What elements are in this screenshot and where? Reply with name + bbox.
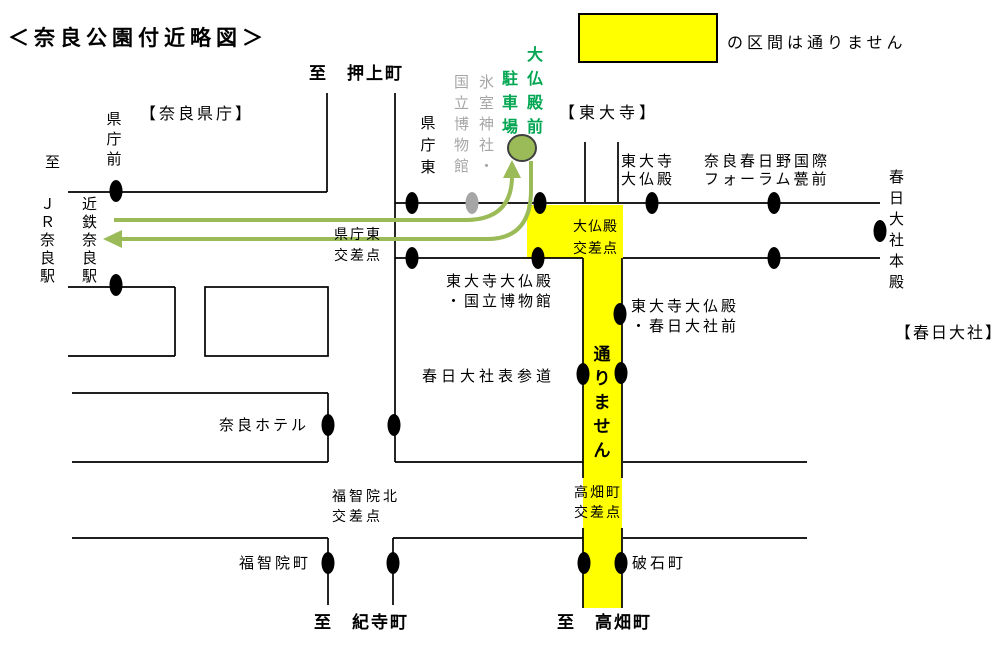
bus-stop-dot [531, 247, 545, 269]
bus-stop-dot [873, 220, 887, 242]
crossing-daibutsuden: 大仏殿 交差点 [573, 218, 618, 256]
bus-stop-dot [321, 552, 335, 574]
city-block-outline [204, 286, 329, 357]
bus-stop-dot [386, 552, 400, 574]
bus-route-arrowhead-icon [103, 230, 122, 248]
stop-todaiji-daibutsuden: 東大寺 大仏殿 [621, 153, 676, 188]
bus-stop-dot [387, 414, 401, 436]
stop-himuro-col-right: 氷室神社・ [478, 74, 494, 175]
legend-caption: の区間は通りません [727, 35, 907, 52]
stop-kasugano-forum: 奈良春日野国際 フォーラム甍前 [704, 153, 831, 188]
bus-stop-dot [109, 274, 123, 296]
bus-route-line [114, 172, 514, 222]
bus-route-line [121, 161, 533, 241]
bus-stop-dot [109, 180, 123, 202]
stop-omotesando: 春日大社表参道 [422, 368, 556, 385]
crossing-fukuchiin-kita: 福智院北 交差点 [332, 488, 400, 524]
bus-stop-dot [576, 363, 590, 385]
area-todaiji: 【東大寺】 [559, 105, 660, 122]
bus-stop-dot [614, 552, 628, 574]
stop-parking-col-left: 駐車場 [501, 71, 518, 136]
legend: の区間は通りません [0, 0, 1007, 80]
bus-stop-dot [645, 192, 659, 214]
stop-nara-hotel: 奈良ホテル [219, 417, 310, 434]
bus-stop-dot [767, 192, 781, 214]
area-nara-kencho: 【奈良県庁】 [140, 106, 255, 123]
stop-parking-col-right: 大仏殿前 [526, 47, 543, 136]
closed-road-section [583, 205, 622, 608]
dest-kiteracho: 至 紀寺町 [314, 613, 409, 632]
bus-stop-dot [577, 552, 591, 574]
crossing-kencho-higashi: 県庁東 交差点 [334, 226, 382, 263]
stop-fukuchiincho: 福智院町 [239, 555, 312, 572]
dest-oshiagecho: 至 押上町 [309, 64, 404, 83]
stop-daibutsuden-kasuga: 東大寺大仏殿 ・春日大社前 [631, 298, 740, 335]
crossing-takabatakecho: 高畑町 交差点 [574, 484, 622, 520]
dest-kintetsu-nara: 近鉄奈良駅 [81, 196, 97, 285]
bus-stop-dot [613, 303, 627, 325]
closed-road-note: 通りません [593, 345, 611, 460]
bus-stop-dot [533, 192, 547, 214]
stop-daibutsuden-museum: 東大寺大仏殿 ・国立博物館 [446, 273, 555, 310]
bus-stop-dot [767, 247, 781, 269]
bus-stop-dot [405, 192, 419, 214]
bus-stop-dot [614, 362, 628, 384]
stop-himuro-col-left: 国立博物館 [453, 74, 469, 175]
dest-takabatakecho: 至 高畑町 [557, 613, 652, 632]
dest-to-stations: 至 [45, 154, 61, 171]
area-kasuga-taisha: 【春日大社】 [895, 325, 1004, 342]
stop-kasuga-honden: 春日大社本殿 [888, 169, 904, 291]
page-title: ＜奈良公園付近略図＞ [8, 27, 268, 50]
bus-stop-dot [321, 414, 335, 436]
bus-stop-dot [405, 247, 419, 269]
parking-stop-circle [507, 134, 537, 162]
stop-waribashicho: 破石町 [632, 555, 687, 572]
legend-closed-section-swatch [578, 13, 718, 63]
stop-kencho-mae: 県庁前 [106, 111, 122, 168]
stop-kencho-higashi: 県庁東 [420, 115, 436, 176]
bus-route-arrowhead-icon [503, 160, 521, 178]
bus-stop-dot-gray [465, 192, 479, 214]
